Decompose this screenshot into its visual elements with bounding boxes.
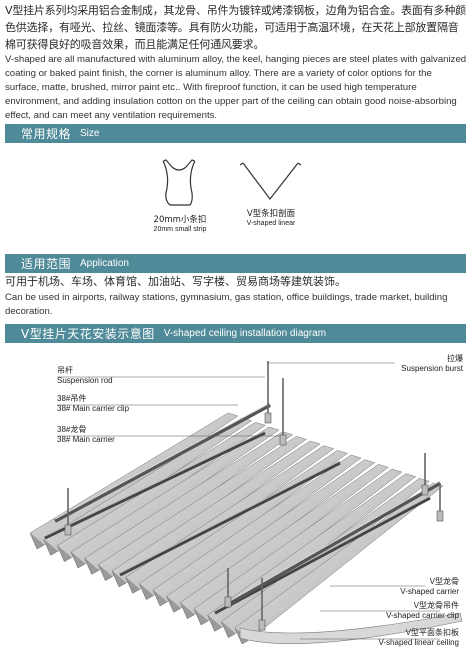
label-suspension-rod-en: Suspension rod bbox=[57, 376, 113, 385]
label-v-carrier-clip-en: V-shaped carrier clip bbox=[386, 611, 459, 620]
v-carrier-highlight bbox=[119, 460, 341, 574]
section-header-diagram: V型挂片天花安装示意图 V-shaped ceiling installatio… bbox=[5, 324, 466, 343]
v-carrier bbox=[44, 431, 266, 540]
v-profile-icon bbox=[239, 162, 302, 200]
main-carrier bbox=[229, 481, 441, 605]
carrier-clip bbox=[264, 412, 272, 424]
label-main-carrier: 38#龙骨 38# Main carrier bbox=[57, 425, 115, 445]
caption-strip: 20mm小条扣 20mm small strip bbox=[150, 215, 210, 235]
v-blade-end bbox=[57, 545, 72, 563]
application-chinese: 可用于机场、车场、体育馆、加油站、写字楼、贸易商场等建筑装饰。 bbox=[5, 275, 346, 288]
v-blade-end bbox=[193, 608, 209, 626]
label-suspension-burst-cn: 拉爆 bbox=[447, 354, 463, 363]
section-title-cn: 适用范围 bbox=[21, 257, 72, 271]
main-carrier-highlight bbox=[54, 402, 271, 520]
v-blade-end bbox=[29, 532, 45, 550]
main-carrier-highlight bbox=[229, 480, 441, 602]
v-blade bbox=[179, 464, 389, 615]
suspension-rods bbox=[64, 361, 444, 631]
v-carrier bbox=[119, 461, 341, 577]
label-v-linear-ceiling-cn: V型平面条扣板 bbox=[405, 628, 459, 637]
carriers bbox=[44, 402, 441, 615]
label-main-carrier-en: 38# Main carrier bbox=[57, 435, 115, 444]
v-carrier bbox=[214, 496, 431, 615]
v-blade-end bbox=[70, 551, 86, 569]
label-suspension-rod: 吊杆 Suspension rod bbox=[57, 366, 113, 386]
v-blades bbox=[29, 412, 463, 645]
label-v-carrier-clip-cn: V型龙骨吊件 bbox=[413, 601, 459, 610]
label-suspension-rod-cn: 吊杆 bbox=[57, 366, 73, 375]
application-english: Can be used in airports, railway station… bbox=[5, 292, 448, 317]
v-blade-end bbox=[152, 589, 168, 607]
v-carrier-highlight bbox=[44, 430, 266, 537]
section-title-cn: V型挂片天花安装示意图 bbox=[21, 327, 155, 341]
v-blade bbox=[43, 417, 253, 552]
label-main-carrier-cn: 38#龙骨 bbox=[57, 425, 87, 434]
v-blade bbox=[84, 431, 294, 571]
installation-diagram: 吊杆 Suspension rod 38#吊件 38# Main carrier… bbox=[0, 343, 471, 655]
v-blade-end bbox=[43, 539, 58, 556]
v-blade-end bbox=[111, 570, 127, 588]
label-v-linear-ceiling: V型平面条扣板 V-shaped linear ceiling bbox=[379, 628, 460, 648]
section-title-en: Application bbox=[80, 258, 129, 269]
label-v-linear-ceiling-en: V-shaped linear ceiling bbox=[378, 638, 460, 647]
v-blade-end bbox=[84, 558, 99, 575]
v-blade-end bbox=[139, 583, 154, 601]
section-title-en: V-shaped ceiling installation diagram bbox=[163, 328, 327, 339]
carrier-clip bbox=[279, 434, 287, 446]
label-suspension-burst: 拉爆 Suspension burst bbox=[401, 354, 463, 374]
label-main-carrier-clip-cn: 38#吊件 bbox=[57, 394, 87, 403]
section-title-en: Size bbox=[80, 128, 100, 139]
v-blade-end bbox=[166, 596, 181, 613]
v-blade-end bbox=[207, 615, 222, 632]
section-header-application: 适用范围 Application bbox=[5, 254, 466, 273]
v-blade-end bbox=[98, 564, 113, 582]
installation-drawing bbox=[29, 361, 463, 645]
label-v-carrier-cn: V型龙骨 bbox=[429, 577, 459, 586]
caption-v: V型条扣剖面 V-shaped linear bbox=[240, 209, 302, 229]
carrier-clip bbox=[64, 524, 72, 536]
section-header-size: 常用规格 Size bbox=[5, 124, 466, 143]
front-blade bbox=[239, 612, 463, 644]
v-blade-end bbox=[221, 621, 236, 639]
caption-v-cn: V型条扣剖面 bbox=[246, 209, 296, 219]
main-carrier bbox=[54, 403, 271, 523]
label-v-carrier-en: V-shaped carrier bbox=[400, 587, 459, 596]
label-main-carrier-clip-en: 38# Main carrier clip bbox=[57, 404, 130, 413]
label-leaders bbox=[57, 362, 440, 640]
label-main-carrier-clip: 38#吊件 38# Main carrier clip bbox=[57, 394, 129, 414]
size-figures: 20mm小条扣 20mm small strip V型条扣剖面 V-shaped… bbox=[0, 143, 471, 251]
label-v-carrier: V型龙骨 V-shaped carrier bbox=[400, 577, 459, 597]
carrier-clip bbox=[421, 484, 429, 496]
v-blade-end bbox=[125, 577, 140, 594]
intro-english: V-shaped are all manufactured with alumi… bbox=[5, 54, 467, 121]
intro-chinese: V型挂片系列均采用铝合金制成，其龙骨、吊件为镀锌或烤漆钢板，边角为铝合金。表面有… bbox=[5, 4, 466, 51]
carrier-clip bbox=[258, 619, 266, 631]
strip-profile-icon bbox=[162, 159, 196, 206]
caption-v-en: V-shaped linear bbox=[246, 220, 296, 227]
caption-strip-cn: 20mm小条扣 bbox=[153, 215, 207, 225]
carrier-clip bbox=[224, 596, 232, 608]
label-v-carrier-clip: V型龙骨吊件 V-shaped carrier clip bbox=[386, 601, 459, 621]
label-suspension-burst-en: Suspension burst bbox=[401, 364, 463, 373]
caption-strip-en: 20mm small strip bbox=[153, 226, 207, 233]
profile-drawings bbox=[162, 159, 302, 206]
carrier-clip bbox=[436, 510, 444, 522]
v-blade-end bbox=[180, 602, 195, 620]
section-title-cn: 常用规格 bbox=[21, 127, 72, 141]
